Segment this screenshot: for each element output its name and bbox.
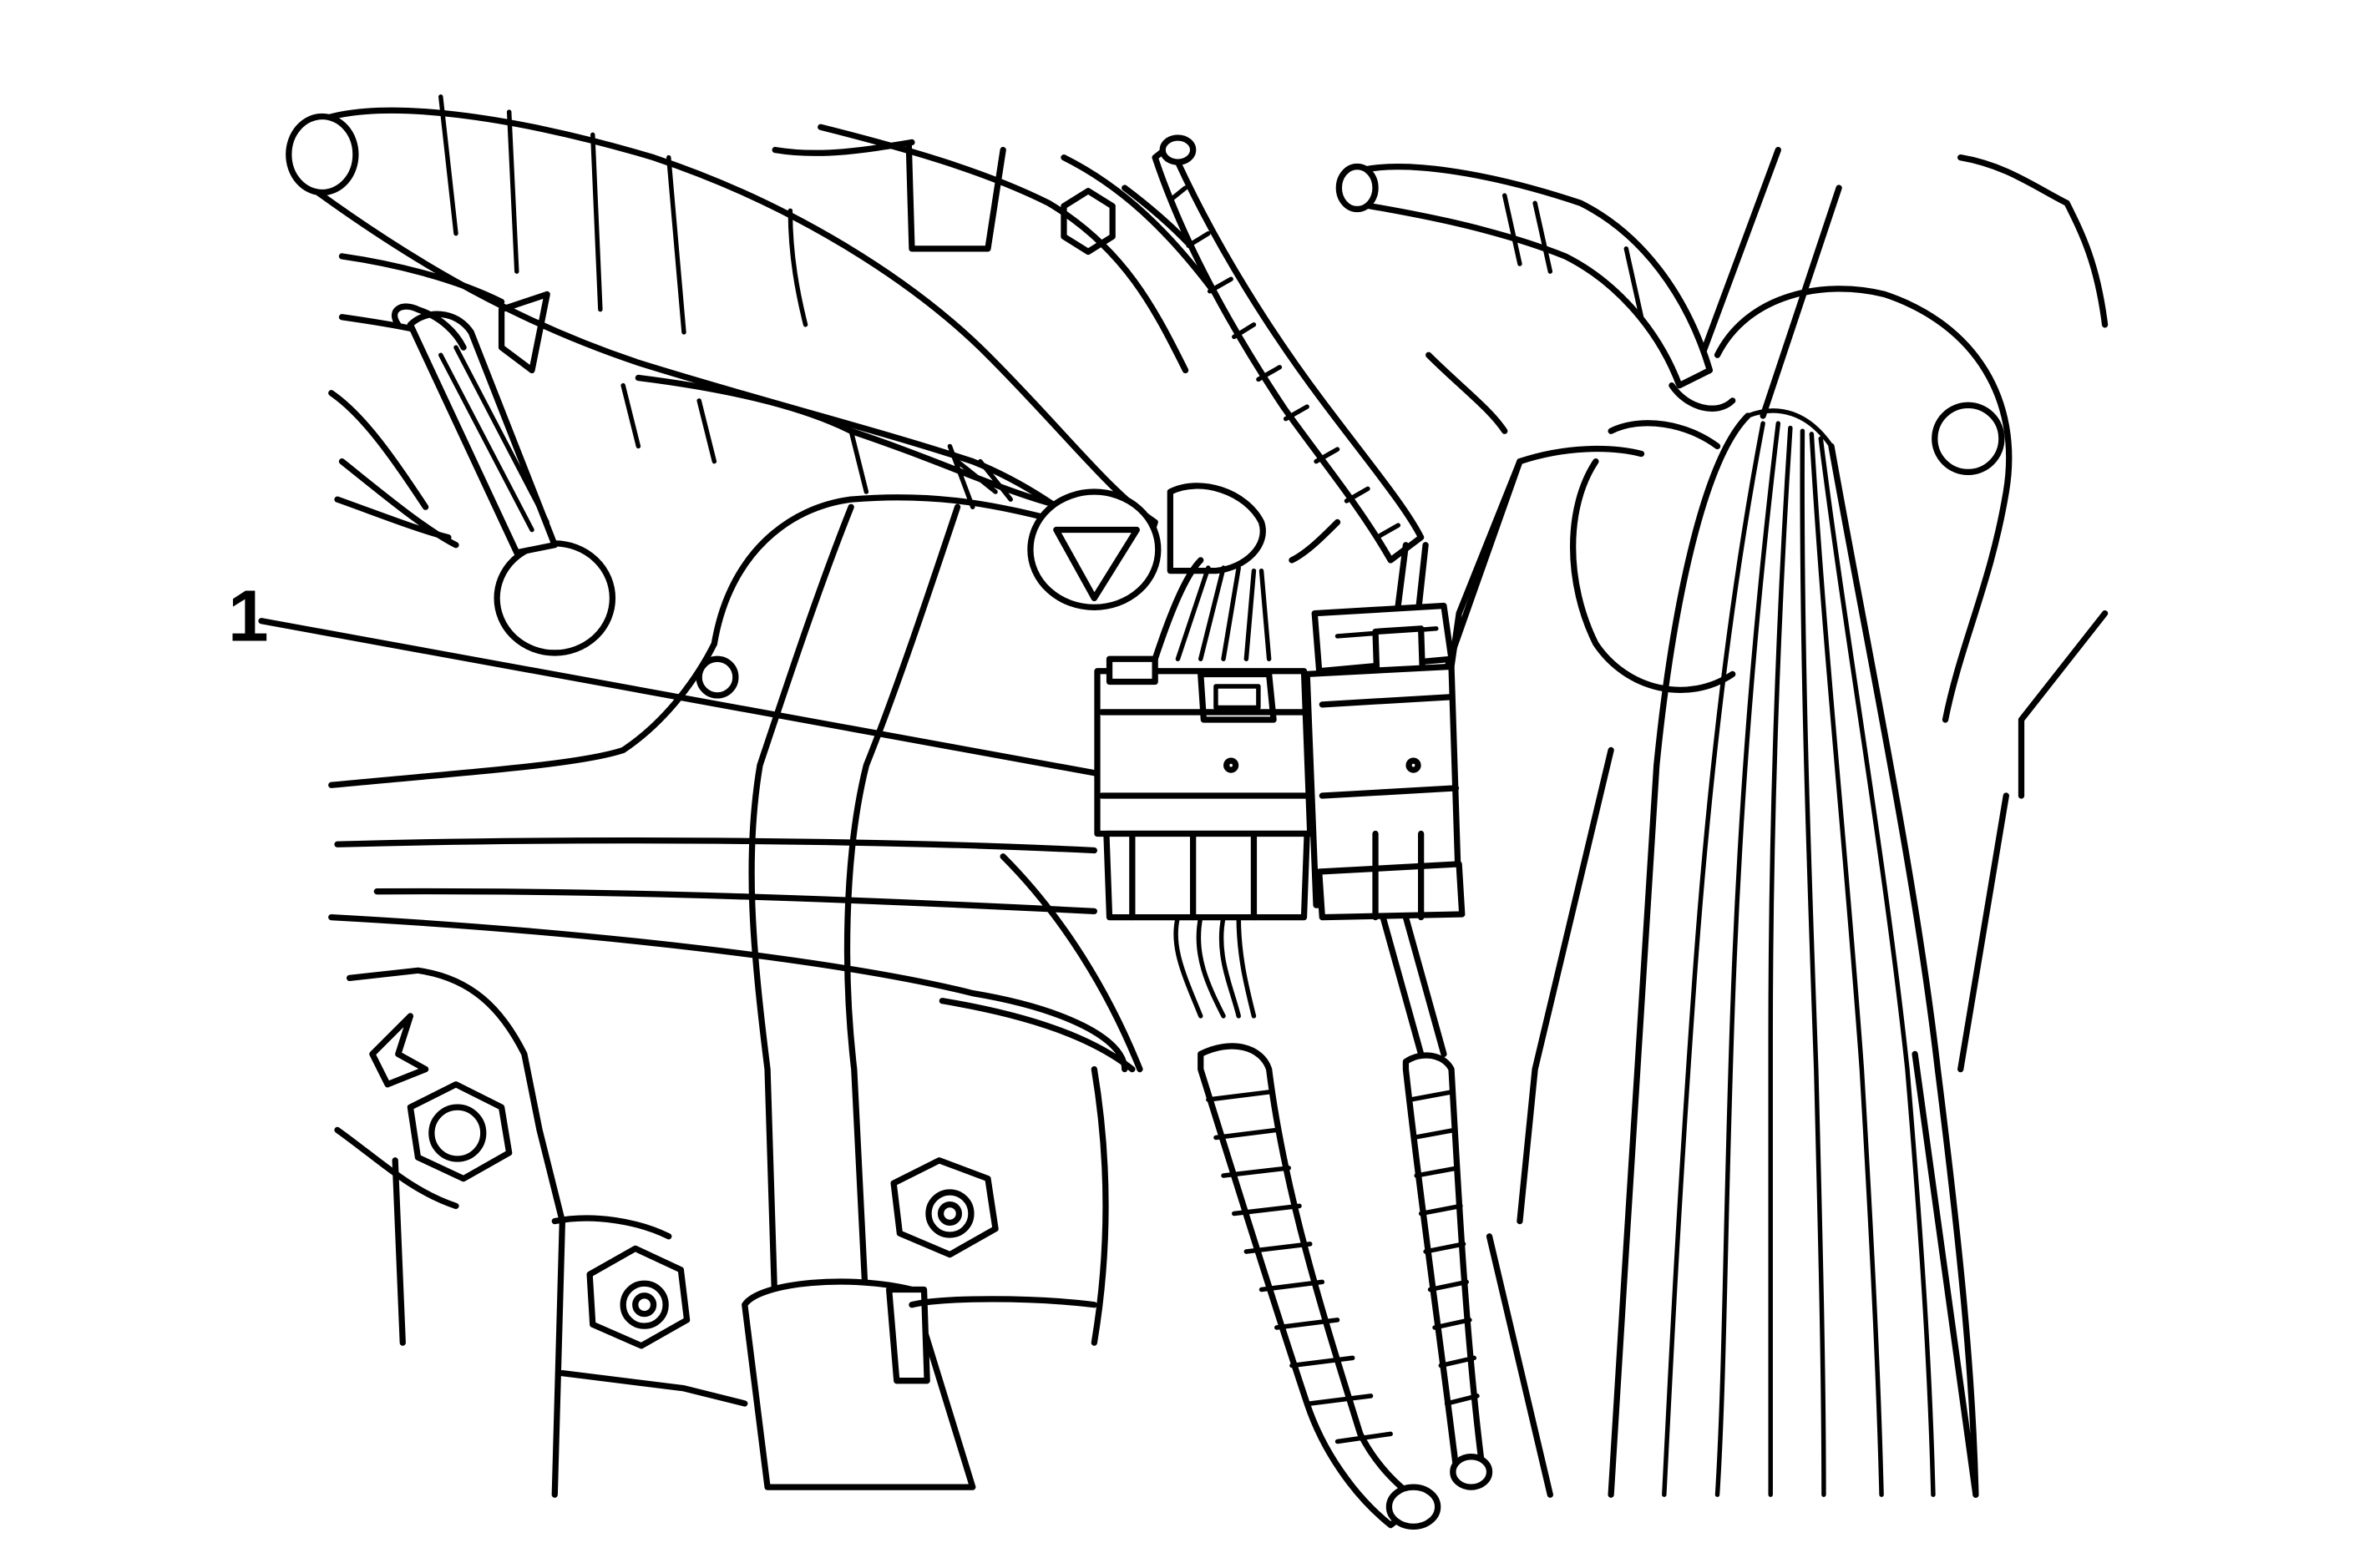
pulley-housing bbox=[1569, 286, 2013, 723]
connector-2 bbox=[1304, 602, 1466, 921]
wrapped-wire-lower-left bbox=[1198, 1043, 1441, 1530]
grommet bbox=[1027, 488, 1162, 610]
upper-main-harness bbox=[286, 94, 1266, 574]
hex-nut-middle bbox=[586, 1245, 691, 1349]
body-panel-lines bbox=[328, 124, 2109, 1498]
hex-nut-right bbox=[890, 1157, 999, 1258]
callout-1-label: 1 bbox=[228, 574, 269, 656]
coolant-tube bbox=[742, 503, 976, 1490]
mounting-bracket bbox=[346, 967, 1136, 1498]
harness-clip-left bbox=[328, 291, 739, 699]
ribbed-belt bbox=[1608, 408, 1979, 1498]
connector-1 bbox=[1094, 557, 1314, 1019]
hex-nut-left bbox=[407, 1081, 513, 1182]
callout-1-leader bbox=[258, 618, 1097, 776]
wrapped-wire-lower-right bbox=[1380, 913, 1493, 1490]
hex-bolt-top bbox=[1061, 188, 1116, 255]
